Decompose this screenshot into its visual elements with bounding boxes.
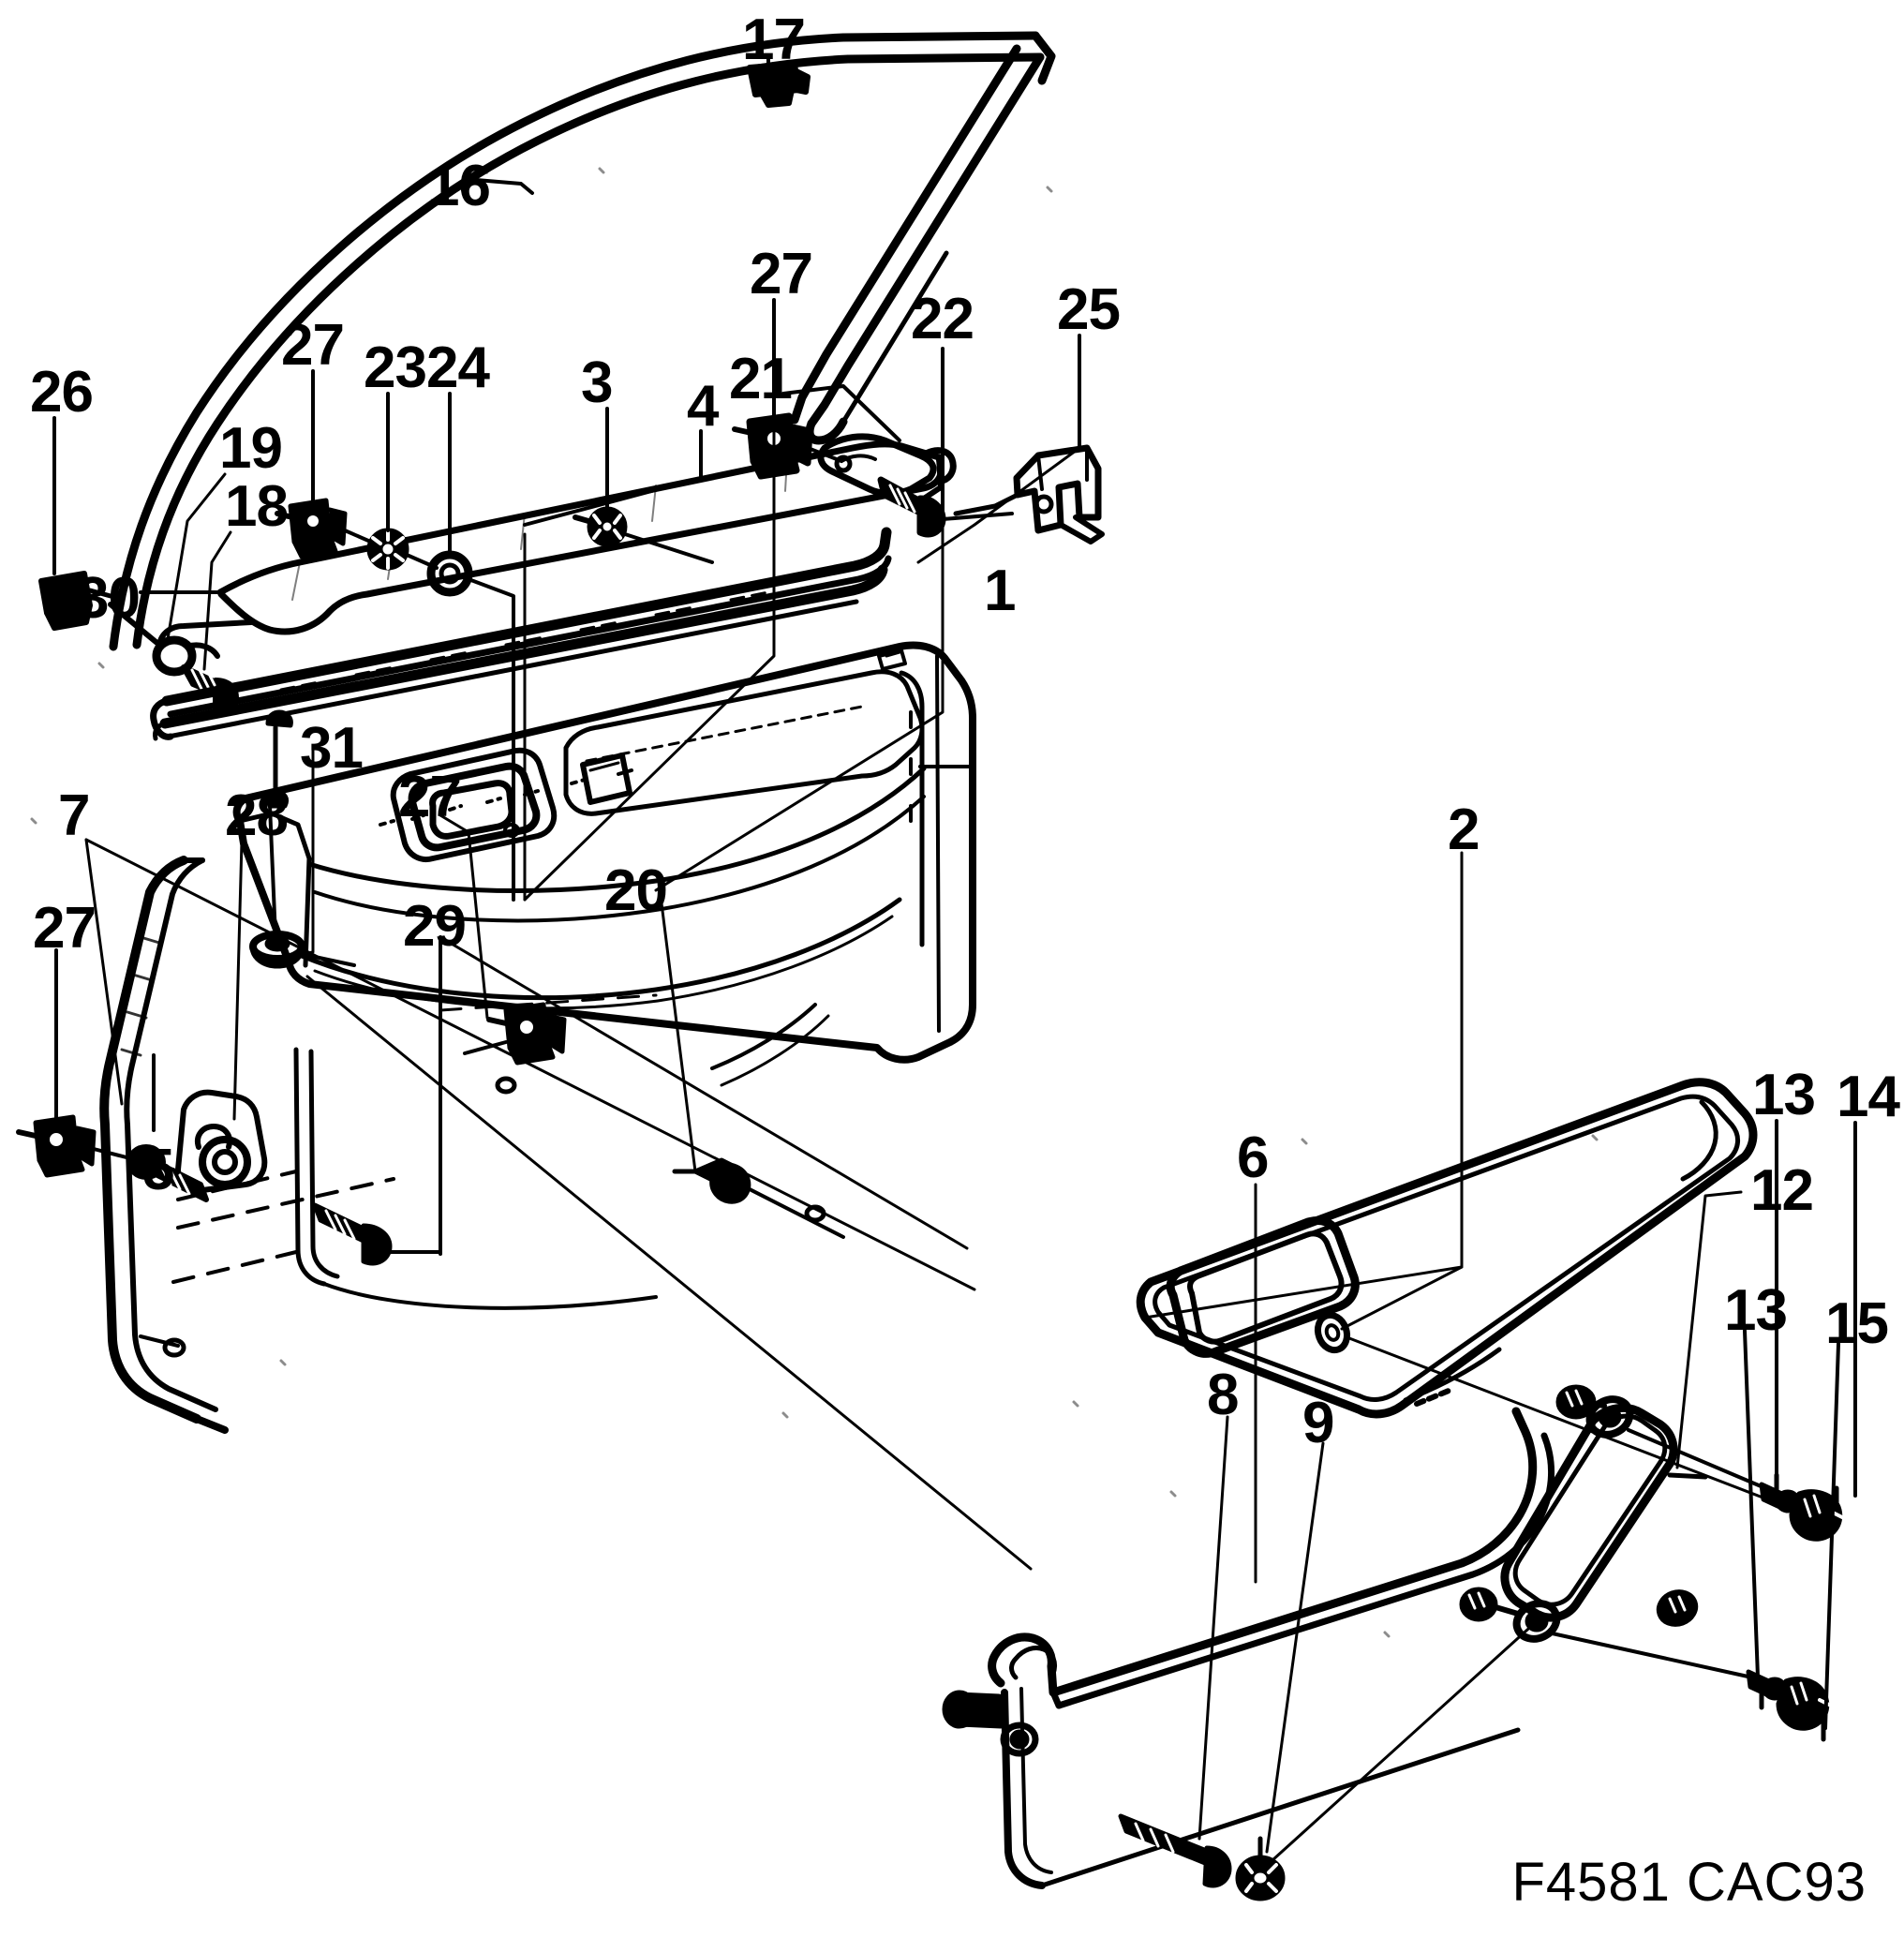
callout-3: 3 [581,350,613,415]
panel-inner-edges [139,1047,658,1358]
callout-26: 26 [30,360,94,425]
leader-lines [52,54,1857,1871]
callout-23: 23 [364,335,427,400]
door-pull-strap-12 [1459,1384,1708,1643]
callout-27c: 27 [398,765,462,829]
callout-15: 15 [1825,1291,1889,1356]
callout-24: 24 [426,335,490,400]
callout-31: 31 [300,716,364,781]
callout-25: 25 [1057,277,1121,342]
bracket-25 [953,444,1105,544]
callout-27b: 27 [281,313,345,378]
callout-14: 14 [1837,1065,1900,1129]
callout-13a: 13 [1752,1063,1816,1127]
callout-20: 20 [604,858,668,923]
callout-27a: 27 [750,242,813,306]
callout-7: 7 [58,783,90,848]
callout-12: 12 [1750,1158,1814,1223]
scan-speckles [30,167,1599,1638]
figure-code: F4581 CAC93 [1511,1852,1867,1913]
callout-1: 1 [984,559,1016,623]
clip-26 [38,571,113,631]
callout-6: 6 [1237,1126,1269,1190]
fastener-chain-upper [275,498,515,902]
callout-22: 22 [911,287,974,351]
callout-8: 8 [1207,1363,1239,1427]
callout-4: 4 [687,374,719,439]
callout-27d: 27 [33,896,97,961]
callout-28: 28 [225,783,289,848]
screw-13b-cap-15 [1546,1631,1833,1742]
clip-17 [747,61,811,108]
callout-17: 17 [742,7,806,72]
callout-21: 21 [729,347,793,411]
callout-29: 29 [403,894,467,959]
callout-13b: 13 [1724,1278,1788,1343]
callout-18: 18 [225,474,289,539]
armrest-pad-6 [942,1407,1554,1889]
callout-30: 30 [77,566,141,631]
screw-8-washer-9 [1118,1813,1286,1901]
callout-16: 16 [427,154,491,218]
callout-9: 9 [1302,1391,1334,1455]
callout-5: 5 [142,1138,174,1202]
door-trim-panel-1 [232,641,976,1223]
armrest-pull-panel-2 [1136,1078,1758,1419]
grommet-31 [249,709,356,969]
screw-29 [312,1202,440,1266]
screw-20 [672,1157,845,1239]
clip-27c [463,1002,567,1066]
screw-13a-cap-14 [1627,1428,1846,1542]
callout-19: 19 [219,416,283,481]
callout-2: 2 [1448,798,1480,862]
